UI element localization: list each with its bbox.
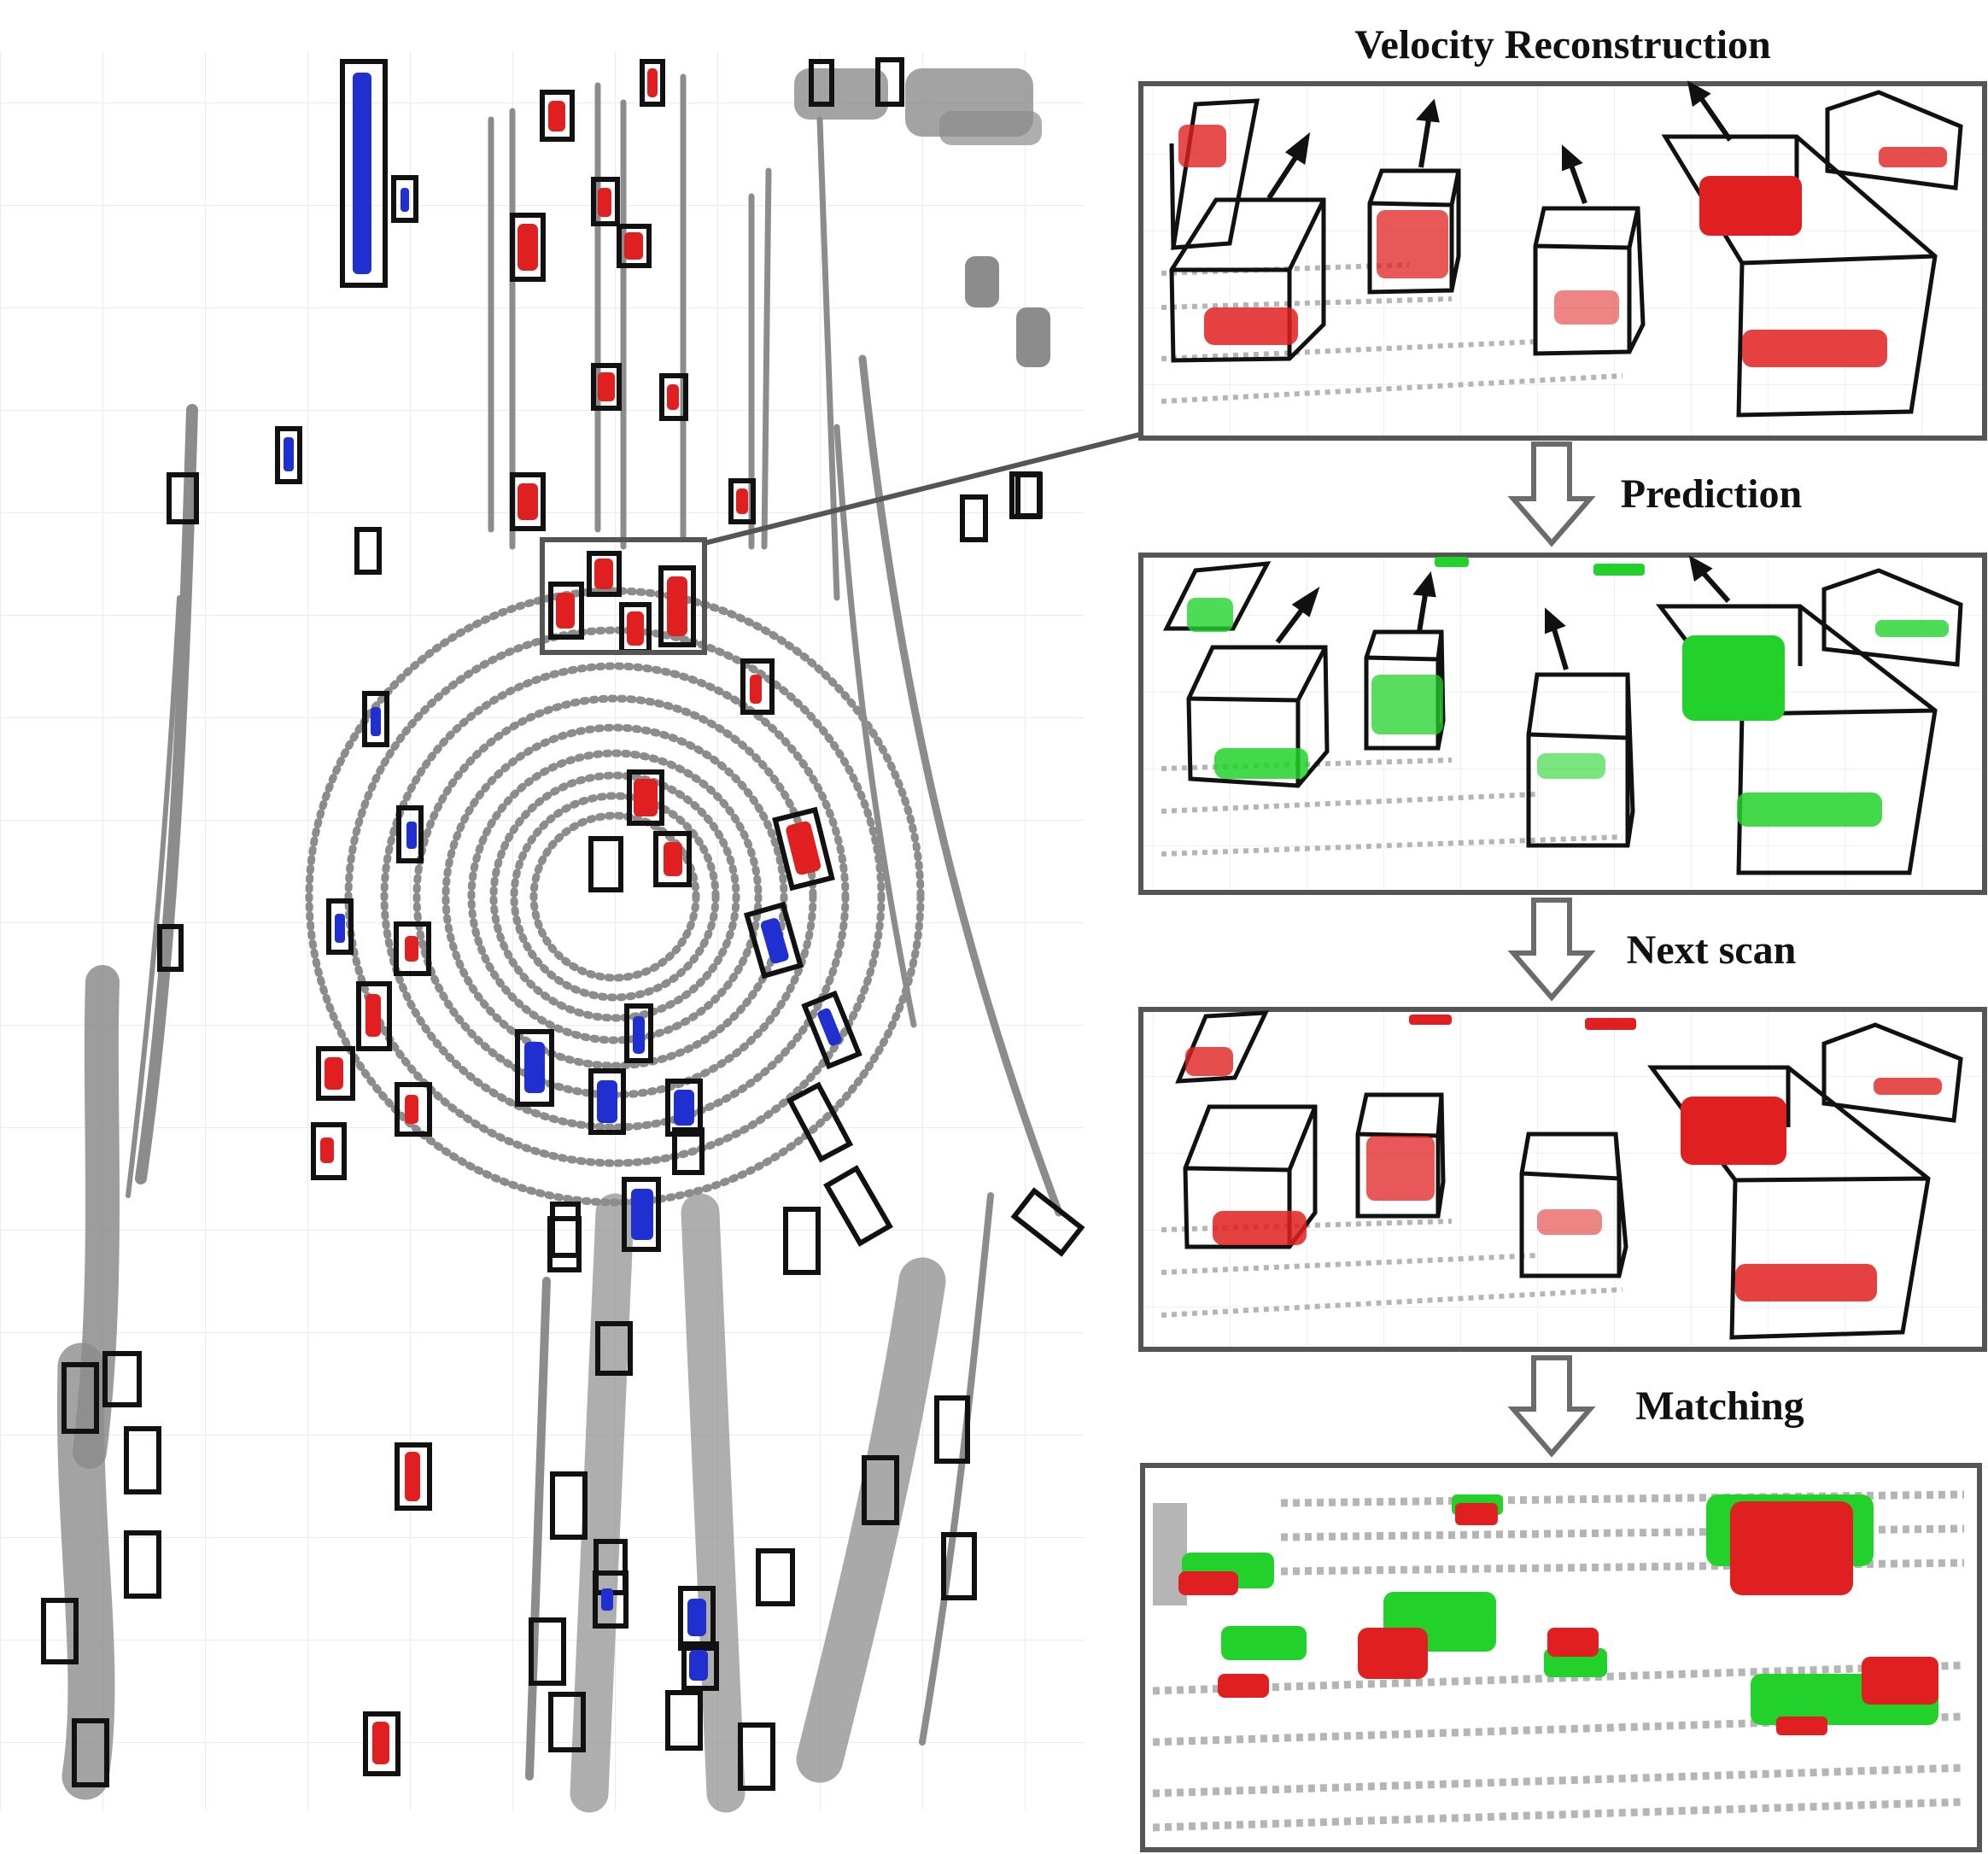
moving-object-boxes — [41, 57, 1085, 1791]
next-scan-panel — [1138, 1007, 1987, 1352]
velocity-reconstruction-panel — [1138, 80, 1987, 441]
moving-object-points — [320, 68, 822, 1764]
static-object-boxes — [275, 59, 1042, 1691]
matching-panel — [1140, 1463, 1982, 1852]
static-object-points — [284, 73, 842, 1681]
next-scan-label: Next scan — [1627, 927, 1797, 973]
velocity-reconstruction-title: Velocity Reconstruction — [1354, 22, 1770, 67]
clutter-points — [794, 68, 1050, 367]
down-arrow-icon — [1507, 1355, 1596, 1458]
prediction-panel — [1138, 553, 1987, 895]
down-arrow-icon — [1507, 442, 1596, 547]
birds-eye-scan-panel — [0, 51, 1143, 1813]
zoom-region-box — [540, 537, 707, 655]
matching-label: Matching — [1635, 1383, 1804, 1429]
zoom-connector-line — [704, 431, 1143, 546]
down-arrow-icon — [1507, 898, 1596, 1002]
prediction-label: Prediction — [1621, 471, 1802, 517]
lower-road-points — [525, 1192, 994, 1813]
